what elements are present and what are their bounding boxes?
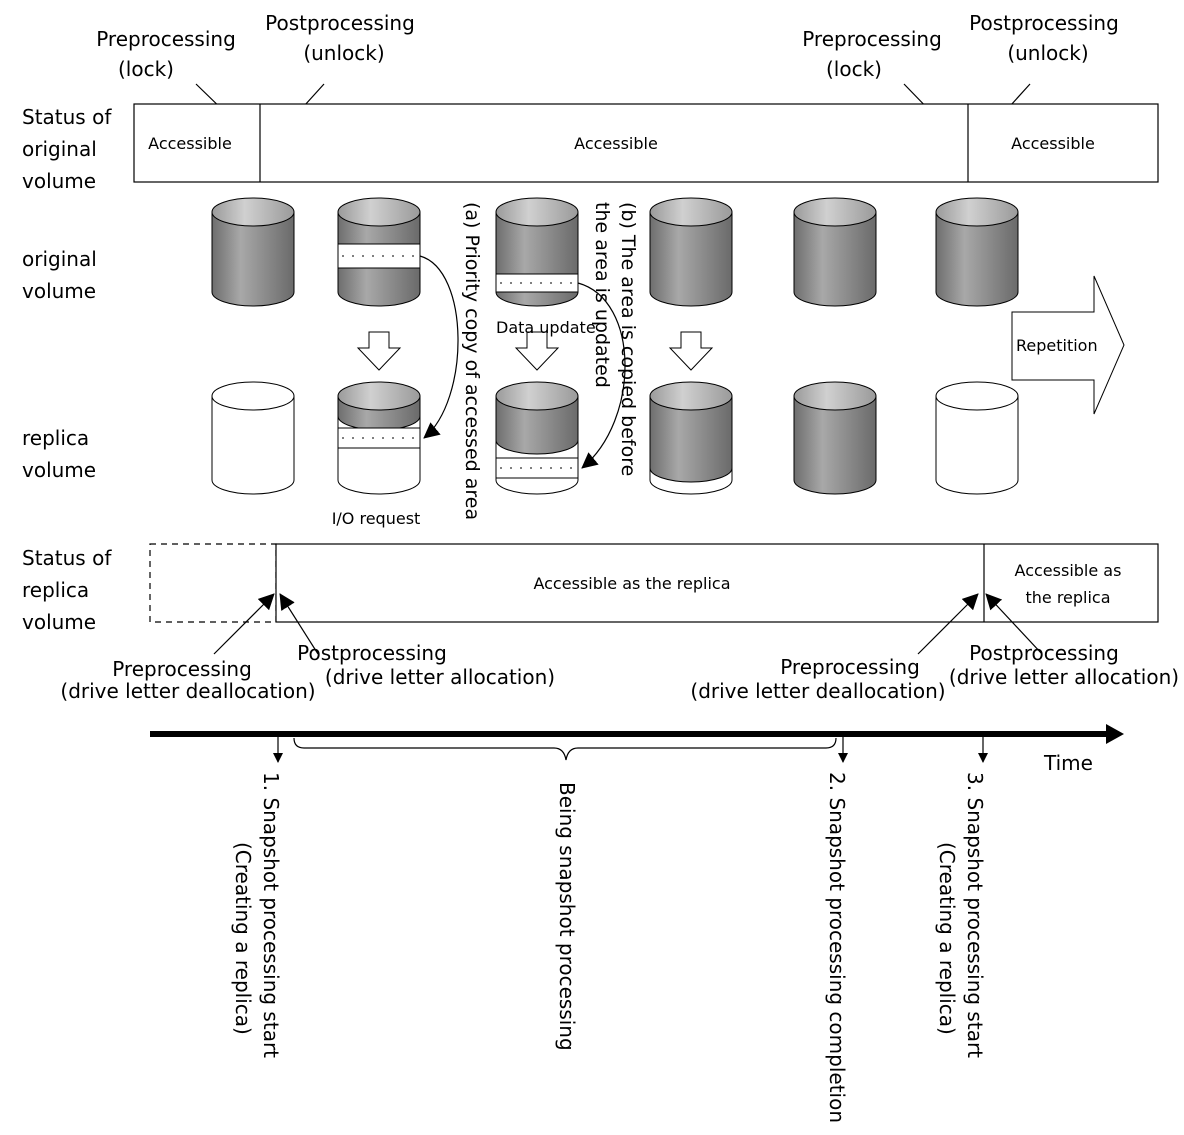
bottom-post-left-line2: (drive letter allocation) (325, 665, 555, 689)
processing-brace (293, 737, 837, 761)
repetition-label: Repetition (1016, 336, 1098, 355)
io-request-label: I/O request (332, 509, 421, 528)
replica-cylinder-6 (935, 381, 1019, 495)
bottom-pre-left: Preprocessing (drive letter deallocation… (60, 657, 315, 703)
top-pre-left-line1: Preprocessing (96, 27, 236, 51)
arrow-bottom-pre-right (917, 593, 979, 655)
bottom-pre-right: Preprocessing (drive letter deallocation… (690, 655, 945, 703)
bottom-post-left: Postprocessing (drive letter allocation) (297, 641, 555, 689)
priority-copy-arrow (419, 255, 459, 439)
top-pre-right-line2: (lock) (826, 57, 882, 81)
bottom-pre-left-line2: (drive letter deallocation) (60, 679, 315, 703)
status-original-line1: Status of (22, 105, 112, 129)
original-cylinder-2-band (337, 243, 421, 269)
replica-status-middle: Accessible as the replica (533, 574, 730, 593)
area-copied-line2: the area is updated (591, 202, 613, 388)
original-status-bar: Accessible Accessible Accessible (133, 103, 1159, 183)
replica-status-right-line2: the replica (1025, 588, 1110, 607)
priority-copy-label: (a) Priority copy of accessed area (461, 202, 483, 520)
top-pre-left-line2: (lock) (118, 57, 174, 81)
original-cylinder-2 (337, 197, 421, 307)
during-label: Being snapshot processing (555, 782, 579, 1051)
original-status-frame (133, 103, 1159, 183)
bottom-post-right-line1: Postprocessing (969, 641, 1119, 665)
step1-line2: (Creating a replica) (231, 842, 255, 1035)
top-pre-right: Preprocessing (lock) (802, 27, 942, 81)
original-cylinder-3-band (495, 273, 579, 293)
original-cylinder-6 (935, 197, 1019, 307)
arrow-bottom-post-left (279, 593, 319, 655)
arrow-bottom-post-right (985, 593, 1043, 655)
timeline-arrowhead (1106, 724, 1124, 744)
replica-cylinder-2-band (337, 427, 421, 449)
arrow-bottom-pre-left (213, 593, 275, 655)
original-status-middle: Accessible (574, 134, 658, 153)
replica-volume-line1: replica (22, 426, 89, 450)
replica-cylinder-1 (211, 381, 295, 495)
status-replica-line3: volume (22, 610, 96, 634)
status-original-line2: original (22, 137, 97, 161)
top-post-left-line1: Postprocessing (265, 11, 415, 35)
top-post-left: Postprocessing (unlock) (265, 11, 415, 65)
bottom-pre-right-line1: Preprocessing (780, 655, 920, 679)
replica-status-frame (275, 543, 1159, 623)
step1-line1: 1. Snapshot processing start (259, 772, 283, 1058)
status-replica-line1: Status of (22, 546, 112, 570)
replica-cylinder-2 (337, 381, 421, 495)
repetition-arrow: Repetition (1011, 275, 1125, 415)
down-arrow-3 (668, 331, 714, 371)
original-volume-label: original volume (22, 247, 97, 303)
top-pre-left: Preprocessing (lock) (96, 27, 236, 81)
status-original-line3: volume (22, 169, 96, 193)
bottom-pre-left-line1: Preprocessing (112, 657, 252, 681)
top-post-right-line1: Postprocessing (969, 11, 1119, 35)
replica-cylinder-3-band (495, 457, 579, 479)
original-cylinder-5 (793, 197, 877, 307)
replica-volume-line2: volume (22, 458, 96, 482)
original-volume-line1: original (22, 247, 97, 271)
top-post-left-line2: (unlock) (303, 41, 384, 65)
status-replica-label: Status of replica volume (22, 546, 112, 634)
data-update-label: Data update (496, 318, 596, 337)
original-status-right: Accessible (1011, 134, 1095, 153)
area-copy-arrow (577, 282, 626, 469)
original-volume-line2: volume (22, 279, 96, 303)
replica-status-right-line1: Accessible as (1015, 561, 1122, 580)
replica-cylinder-4 (649, 381, 733, 495)
replica-cylinder-3 (495, 381, 579, 495)
area-copied-line1: (b) The area is copied before (617, 202, 639, 476)
replica-cylinder-5 (793, 381, 877, 495)
down-arrow-1 (356, 331, 402, 371)
original-cylinder-3 (495, 197, 579, 307)
step3-line2: (Creating a replica) (935, 842, 959, 1035)
top-post-right: Postprocessing (unlock) (969, 11, 1119, 65)
step2-label: 2. Snapshot processing completion (825, 772, 849, 1123)
down-arrow-2 (514, 331, 560, 371)
bottom-post-left-line1: Postprocessing (297, 641, 447, 665)
time-label: Time (1043, 751, 1093, 775)
original-cylinder-4 (649, 197, 733, 307)
bottom-post-right: Postprocessing (drive letter allocation) (949, 641, 1179, 689)
top-post-right-line2: (unlock) (1007, 41, 1088, 65)
original-status-left: Accessible (148, 134, 232, 153)
bottom-post-right-line2: (drive letter allocation) (949, 665, 1179, 689)
status-original-label: Status of original volume (22, 105, 112, 193)
original-cylinder-1 (211, 197, 295, 307)
replica-status-bar: Accessible as the replica Accessible as … (149, 543, 1159, 623)
replica-volume-label: replica volume (22, 426, 96, 482)
top-pre-right-line1: Preprocessing (802, 27, 942, 51)
bottom-pre-right-line2: (drive letter deallocation) (690, 679, 945, 703)
status-replica-line2: replica (22, 578, 89, 602)
step3-line1: 3. Snapshot processing start (963, 772, 987, 1058)
